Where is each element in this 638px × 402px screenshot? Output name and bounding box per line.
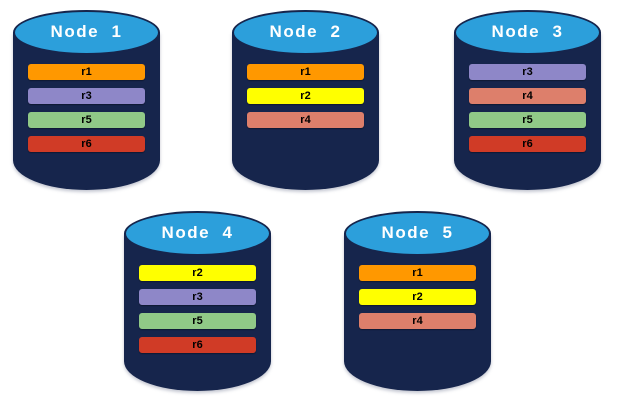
replica-bar[interactable]: r6	[28, 136, 145, 152]
node-label: Node 5	[381, 223, 454, 242]
cylinder-body	[124, 233, 271, 391]
cylinder-top-ellipse	[124, 211, 271, 256]
database-node-1[interactable]: Node 1 r1 r3 r5 r6	[13, 10, 160, 190]
node-label: Node 1	[50, 22, 123, 41]
replica-bar[interactable]: r3	[469, 64, 586, 80]
replica-list: r1 r2 r4	[359, 265, 476, 337]
replica-list: r2 r3 r5 r6	[139, 265, 256, 361]
node-label: Node 2	[269, 22, 342, 41]
replica-bar[interactable]: r5	[469, 112, 586, 128]
replica-bar[interactable]: r4	[247, 112, 364, 128]
cylinder-body	[232, 32, 379, 190]
replica-bar[interactable]: r2	[359, 289, 476, 305]
cylinder-body	[13, 32, 160, 190]
cylinder-body	[344, 233, 491, 391]
cylinder-icon	[454, 10, 601, 190]
node-label: Node 3	[491, 22, 564, 41]
replica-bar[interactable]: r3	[139, 289, 256, 305]
cylinder-icon	[13, 10, 160, 190]
node-label: Node 4	[161, 223, 234, 242]
replica-list: r3 r4 r5 r6	[469, 64, 586, 160]
replica-bar[interactable]: r6	[469, 136, 586, 152]
replica-bar[interactable]: r6	[139, 337, 256, 353]
replica-bar[interactable]: r2	[139, 265, 256, 281]
replica-bar[interactable]: r4	[469, 88, 586, 104]
cylinder-icon	[124, 211, 271, 391]
replica-bar[interactable]: r1	[28, 64, 145, 80]
cylinder-top-ellipse	[13, 10, 160, 55]
database-node-4[interactable]: Node 4 r2 r3 r5 r6	[124, 211, 271, 391]
replica-bar[interactable]: r5	[28, 112, 145, 128]
replica-list: r1 r2 r4	[247, 64, 364, 136]
cylinder-top-ellipse	[454, 10, 601, 55]
replica-bar[interactable]: r1	[359, 265, 476, 281]
replica-bar[interactable]: r1	[247, 64, 364, 80]
database-node-5[interactable]: Node 5 r1 r2 r4	[344, 211, 491, 391]
replica-list: r1 r3 r5 r6	[28, 64, 145, 160]
cylinder-icon	[344, 211, 491, 391]
replica-bar[interactable]: r3	[28, 88, 145, 104]
replica-bar[interactable]: r4	[359, 313, 476, 329]
cylinder-body	[454, 32, 601, 190]
replica-bar[interactable]: r2	[247, 88, 364, 104]
replica-bar[interactable]: r5	[139, 313, 256, 329]
database-node-3[interactable]: Node 3 r3 r4 r5 r6	[454, 10, 601, 190]
cylinder-icon	[232, 10, 379, 190]
cylinder-top-ellipse	[232, 10, 379, 55]
database-node-2[interactable]: Node 2 r1 r2 r4	[232, 10, 379, 190]
cylinder-top-ellipse	[344, 211, 491, 256]
